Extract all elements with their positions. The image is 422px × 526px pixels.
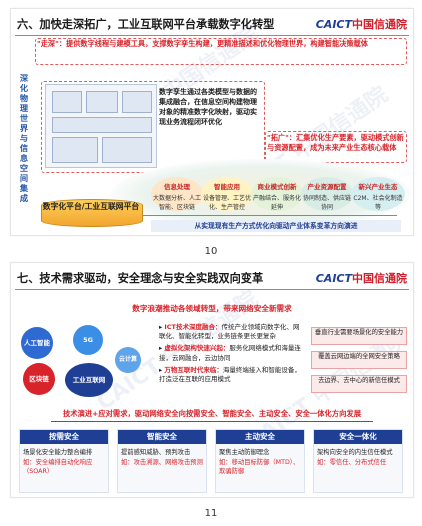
tuoguang-frame bbox=[265, 131, 407, 163]
column-integrated: 安全一体化 架构向安全的内生信任模式如：零信任、分布式信任 bbox=[313, 429, 403, 493]
caict-logo: CAICT中国信通院 bbox=[315, 18, 407, 31]
title-rule bbox=[15, 35, 409, 36]
vertical-title: 深化物理世界与信息空间集成 bbox=[19, 73, 29, 203]
zoushen-text: "走深"：提供数字线程与建模工具，支撑数字孪生构建，更精准描述和优化物理世界，构… bbox=[37, 39, 368, 48]
zoushen-frame bbox=[35, 38, 407, 65]
caict-logo: CAICT中国信通院 bbox=[315, 272, 407, 285]
direction-line: 技术演进+应对需求，驱动网络安全向按需安全、智能安全、主动安全、安全一体化方向发… bbox=[63, 409, 361, 418]
page-number: 11 bbox=[204, 508, 218, 519]
column-intelligent: 智能安全 提前感知威胁、预判攻击如：攻击溯源、网络攻击预测 bbox=[117, 429, 207, 493]
slide-title: 六、加快走深拓广，工业互联网平台承载数字化转型 bbox=[17, 18, 275, 31]
slide-10: CAICT 中国信通院 CAICT 中国信通院 六、加快走深拓广，工业互联网平台… bbox=[10, 8, 414, 236]
evolution-arrow bbox=[41, 215, 397, 216]
slide-title: 七、技术需求驱动，安全理念与安全实践双向变革 bbox=[17, 272, 264, 285]
title-rule bbox=[15, 289, 409, 290]
oval-info-processing: 信息处理大数据分析、人工智能、区块链 bbox=[151, 177, 203, 211]
page-number: 10 bbox=[204, 246, 218, 257]
circle-5g: 5G bbox=[73, 325, 103, 355]
direction-underline bbox=[51, 421, 373, 422]
twin-description: 数字孪生通过各类模型与数据的集成融合，在信息空间构建物理对象的精准数字化映射，驱… bbox=[159, 88, 257, 126]
need-box-3: 去边界、去中心的新信任模式 bbox=[311, 375, 407, 393]
circle-iiot: 工业互联网 bbox=[65, 363, 113, 397]
oval-resource-allocation: 产业资源配置协同制造、供应链协同 bbox=[301, 177, 353, 211]
oval-business-model: 商业模式创新产融结合、服务化延伸 bbox=[251, 177, 303, 211]
circle-blockchain: 区块链 bbox=[23, 363, 55, 395]
slide-11: CAICT 中国信通院 CAICT 中国信通院 七、技术需求驱动，安全理念与安全… bbox=[10, 262, 414, 498]
oval-smart-apps: 智能应用设备管理、工艺优化、生产管控 bbox=[201, 177, 253, 211]
need-box-2: 覆盖云网边端的全网安全策略 bbox=[311, 351, 407, 369]
digital-twin-diagram bbox=[45, 84, 157, 168]
circle-ai: 人工智能 bbox=[21, 327, 53, 359]
evolution-text: 从实现现有生产方式优化向驱动产业体系变革方向演进 bbox=[151, 220, 401, 232]
tuoguang-text: "拓广"：汇集优化生产要素，驱动模式创新与资源配置，成为未来产业生态核心载体 bbox=[267, 133, 404, 152]
need-box-1: 垂直行业需要场景化的安全能力 bbox=[311, 327, 407, 345]
headline: 数字浪潮推动各领域转型，带来网络安全新需求 bbox=[132, 304, 292, 313]
requirement-list: ▸ ICT技术深度融合：传统产业领域向数字化、网联化、智能化转型，业务链条更长更… bbox=[159, 323, 301, 384]
column-on-demand: 按需安全 场景化安全能力整合编排如：安全编排自动化响应（SOAR） bbox=[19, 429, 109, 493]
platform-label: 数字化平台/工业互联网平台 bbox=[42, 202, 140, 211]
platform-cylinder bbox=[41, 199, 143, 227]
column-active: 主动安全 聚焦主动防御理念如：移动目标防御（MTD）、欺骗防御 bbox=[215, 429, 305, 493]
circle-cloud: 云计算 bbox=[115, 347, 141, 373]
